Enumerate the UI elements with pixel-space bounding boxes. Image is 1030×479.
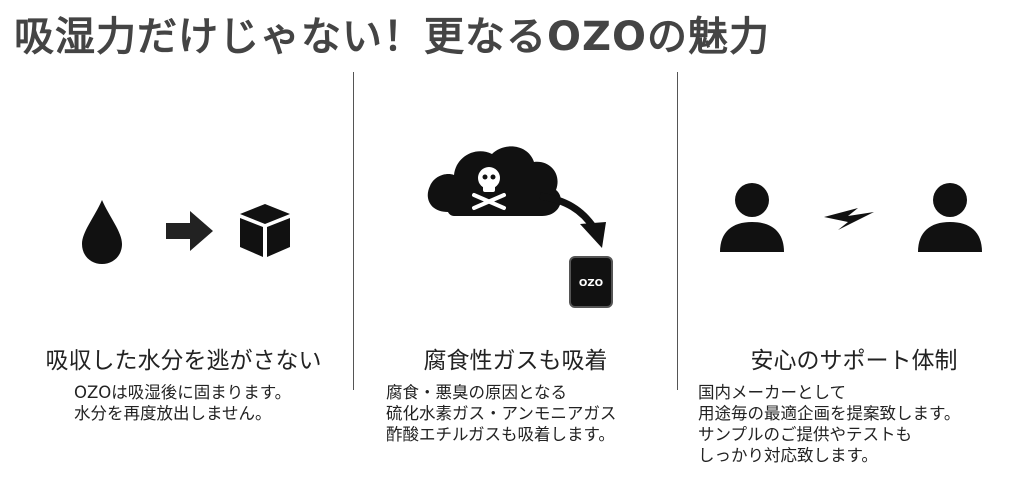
feature-line: しっかり対応致します。 [698,446,878,465]
cube-icon [240,204,290,257]
feature-line: 用途毎の最適企画を提案致します。 [698,404,961,423]
feature-heading: 腐食性ガスも吸着 [423,348,608,374]
feature-gas: OZO 腐食性ガスも吸着 腐食・悪臭の原因となる 硫化水素ガス・アンモニアガス … [354,0,677,479]
person-icon [720,183,784,252]
divider-right [677,72,678,390]
lightning-icon [824,208,874,230]
ozo-product-icon: OZO [569,256,613,308]
toxic-cloud-icon [427,146,561,216]
page-title: 吸湿力だけじゃない！更なるOZOの魅力 [14,14,771,60]
feature-line: サンプルのご提供やテストも [698,425,913,444]
divider-left [353,72,354,390]
feature-line: 水分を再度放出しません。 [74,404,272,423]
feature-line: 国内メーカーとして [698,383,847,402]
product-label: OZO [579,278,603,289]
feature-description: 国内メーカーとして 用途毎の最適企画を提案致します。 サンプルのご提供やテストも… [698,382,960,466]
feature-line: 硫化水素ガス・アンモニアガス [386,404,617,423]
feature-line: OZOは吸湿後に固まります。 [74,383,292,402]
skull-crossbones-icon [472,167,506,210]
arrow-right-icon [166,211,213,251]
person-icon [918,183,982,252]
feature-line: 酢酸エチルガスも吸着します。 [386,425,615,444]
feature-support: 安心のサポート体制 国内メーカーとして 用途毎の最適企画を提案致します。 サンプ… [678,0,1030,479]
feature-heading: 安心のサポート体制 [750,348,958,374]
feature-moisture: 吸収した水分を逃がさない OZOは吸湿後に固まります。 水分を再度放出しません。 [14,0,353,479]
feature-line: 腐食・悪臭の原因となる [386,383,568,402]
feature-description: 腐食・悪臭の原因となる 硫化水素ガス・アンモニアガス 酢酸エチルガスも吸着します… [386,382,616,445]
feature-description: OZOは吸湿後に固まります。 水分を再度放出しません。 [74,382,291,424]
feature-heading: 吸収した水分を逃がさない [45,348,322,374]
water-drop-icon [82,200,122,264]
curved-arrow-icon [539,192,606,248]
